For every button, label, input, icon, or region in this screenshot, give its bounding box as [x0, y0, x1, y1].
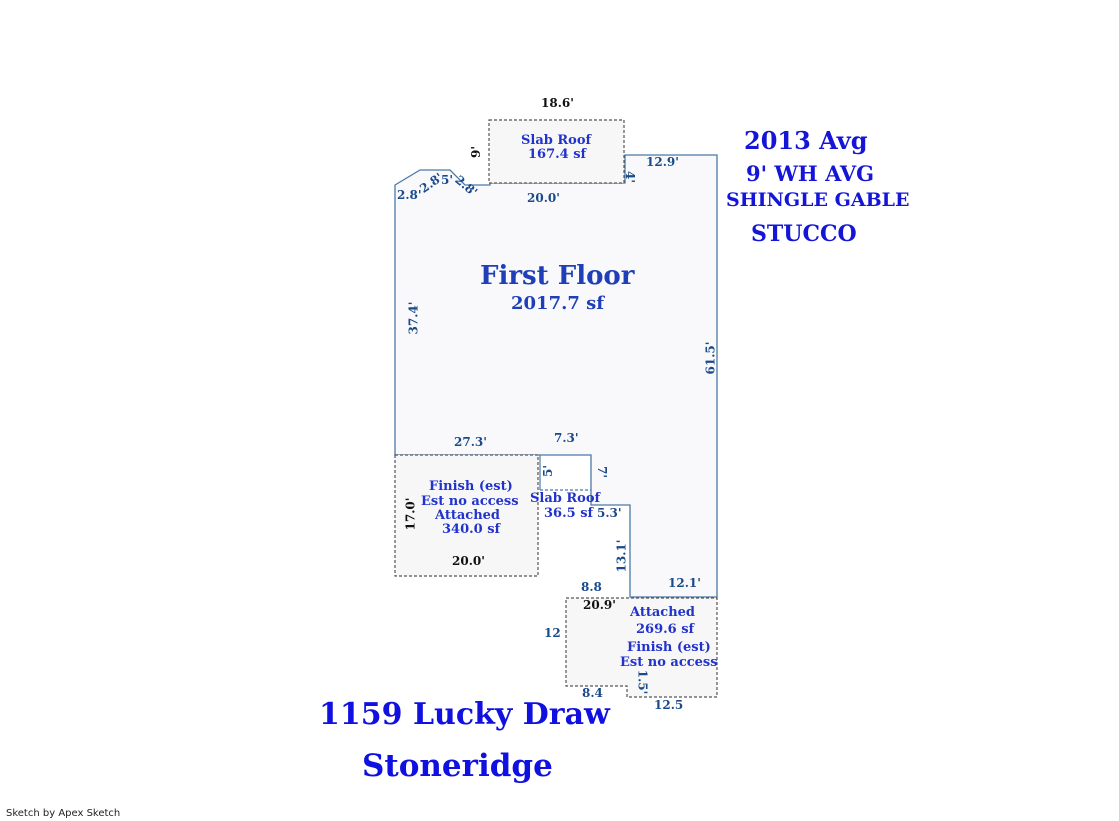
first-floor-name: First Floor [480, 261, 635, 291]
exterior-label: STUCCO [751, 221, 857, 247]
dim-right-side: 61.5' [703, 341, 718, 375]
first-floor-size: 2017.7 sf [511, 293, 605, 314]
finish-left-outline [394, 454, 539, 577]
dim-seg-a: 2.8' [397, 188, 422, 202]
slab-roof-top-size: 167.4 sf [528, 147, 587, 162]
dim-bottom-121: 12.1' [668, 576, 701, 590]
attached-bottom-line1: Attached [630, 605, 696, 620]
dim-top-inner: 20.0' [527, 191, 560, 205]
finish-left-line2: Est no access [421, 494, 519, 509]
dim-seg-c: 5' [441, 173, 454, 187]
dim-bottom-12: 12 [544, 626, 561, 640]
slab-roof-small-size: 36.5 sf [544, 506, 594, 521]
sketch-credit: Sketch by Apex Sketch [6, 808, 121, 819]
dim-step-53: 5.3' [597, 506, 622, 520]
wall-height-label: 9' WH AVG [746, 161, 875, 186]
year-label: 2013 Avg [744, 126, 868, 155]
dim-top-height: 9' [469, 145, 484, 159]
dim-finish-width: 20.0' [452, 554, 485, 568]
attached-bottom-line3: Est no access [620, 655, 718, 670]
finish-left-line3: Attached [435, 508, 501, 523]
address-subdivision: Stoneridge [362, 748, 553, 784]
dim-bottom-84: 8.4 [582, 686, 603, 700]
attached-bottom-size: 269.6 sf [636, 622, 695, 637]
dim-bottom-125: 12.5 [654, 698, 684, 712]
slab-roof-small-name: Slab Roof [530, 491, 601, 506]
dim-bottom-15: 1.5' [635, 669, 650, 695]
dim-small-7: 7' [595, 465, 610, 479]
dim-right-top: 12.9' [646, 155, 679, 169]
dim-mid-left: 27.3' [454, 435, 487, 449]
dim-top-width: 18.6' [541, 96, 574, 110]
dim-finish-height: 17.0' [403, 497, 418, 531]
slab-roof-top-outline [488, 119, 625, 184]
finish-left-line1: Finish (est) [429, 479, 513, 494]
dim-bottom-88: 8.8 [581, 580, 602, 594]
dim-left-side: 37.4' [406, 301, 421, 335]
finish-left-size: 340.0 sf [442, 522, 501, 537]
attached-bottom-line2: Finish (est) [627, 640, 711, 655]
slab-roof-top-name: Slab Roof [521, 133, 592, 148]
address-street: 1159 Lucky Draw [319, 697, 610, 732]
dim-drop-131: 13.1' [614, 539, 629, 573]
attached-bottom-outline [565, 597, 718, 698]
first-floor-outline [394, 154, 718, 598]
roof-label: SHINGLE GABLE [726, 189, 910, 211]
dim-mid-right: 7.3' [554, 431, 579, 445]
dim-bottom-209: 20.9' [583, 598, 616, 612]
dim-small-5: 5' [541, 464, 556, 478]
dim-notch-4: 4' [623, 170, 638, 184]
